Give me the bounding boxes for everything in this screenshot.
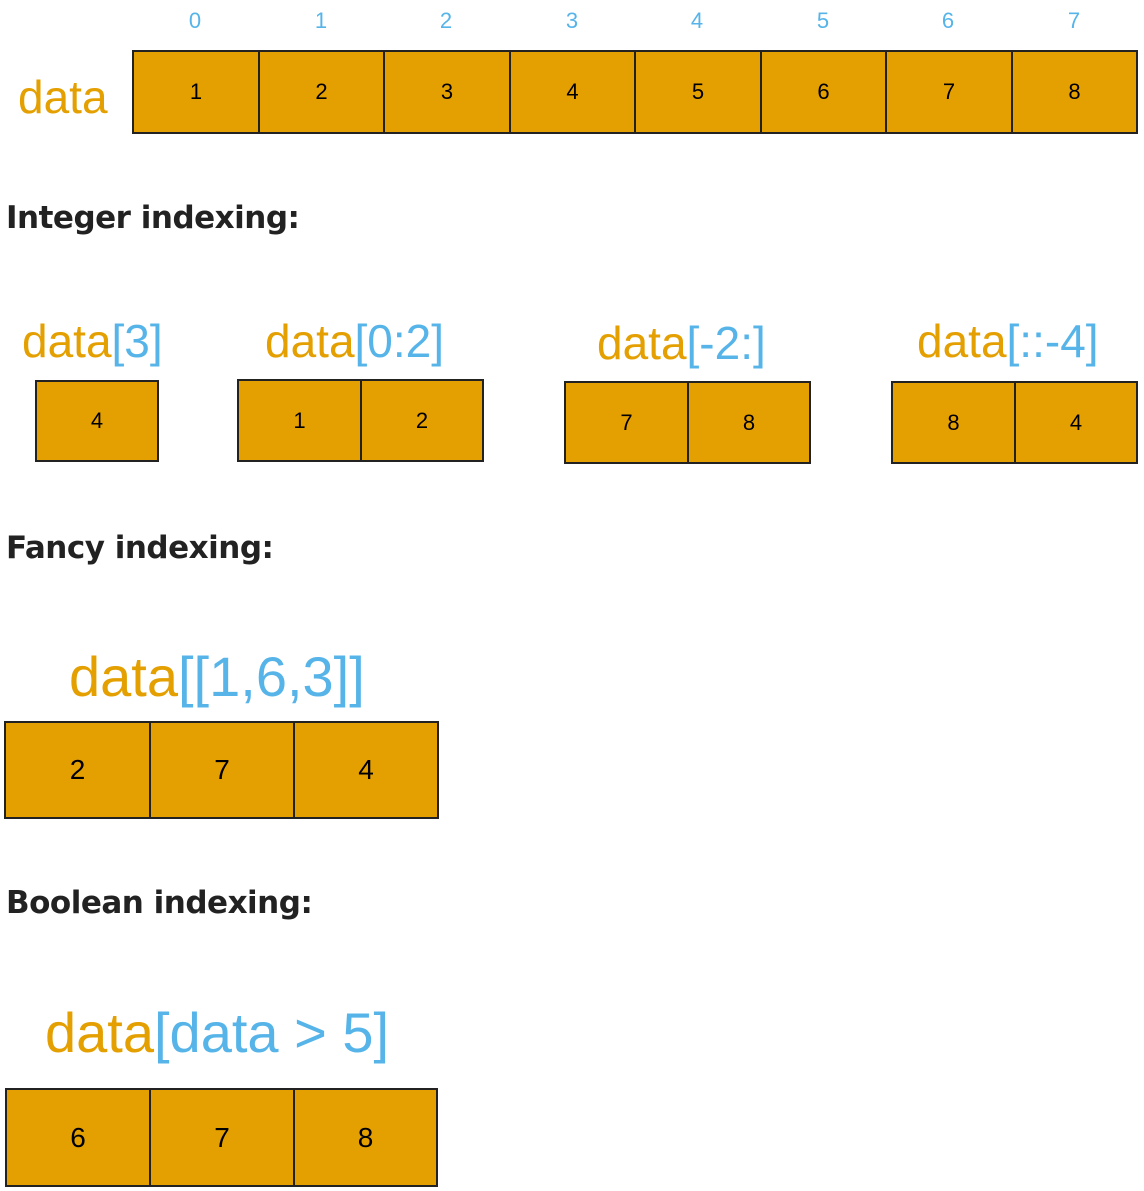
expression-label: data[::-4] bbox=[917, 318, 1099, 364]
array-cell: 4 bbox=[509, 50, 636, 134]
index-label: 4 bbox=[690, 8, 704, 33]
expression-name: data bbox=[69, 645, 178, 708]
expression-name: data bbox=[597, 317, 687, 369]
expression-label: data[[1,6,3]] bbox=[69, 649, 365, 705]
integer-indexing-heading: Integer indexing: bbox=[6, 200, 300, 236]
result-cell: 8 bbox=[687, 381, 811, 464]
result-cell: 7 bbox=[149, 1088, 295, 1187]
array-cell: 1 bbox=[132, 50, 260, 134]
result-cell: 8 bbox=[293, 1088, 438, 1187]
expression-label: data[0:2] bbox=[265, 318, 444, 364]
expression-index: [0:2] bbox=[354, 315, 445, 367]
array-cell: 5 bbox=[634, 50, 762, 134]
result-cell: 7 bbox=[149, 721, 295, 819]
result-cell: 2 bbox=[360, 379, 484, 462]
expression-label: data[-2:] bbox=[597, 320, 766, 366]
result-cell: 4 bbox=[1014, 381, 1138, 464]
expression-index: [-2:] bbox=[686, 317, 766, 369]
result-cell: 4 bbox=[35, 380, 159, 462]
index-label: 7 bbox=[1067, 8, 1081, 33]
result-cell: 8 bbox=[891, 381, 1016, 464]
expression-label: data[3] bbox=[22, 318, 163, 364]
boolean-indexing-heading: Boolean indexing: bbox=[6, 885, 313, 921]
index-label: 1 bbox=[314, 8, 328, 33]
index-label: 6 bbox=[941, 8, 955, 33]
index-label: 0 bbox=[188, 8, 202, 33]
array-name-label: data bbox=[18, 71, 108, 123]
expression-index: [3] bbox=[111, 315, 163, 367]
result-cell: 2 bbox=[4, 721, 151, 819]
expression-index: [::-4] bbox=[1006, 315, 1099, 367]
index-label: 3 bbox=[565, 8, 579, 33]
array-cell: 3 bbox=[383, 50, 511, 134]
array-cell: 8 bbox=[1011, 50, 1138, 134]
expression-label: data[data > 5] bbox=[45, 1005, 389, 1061]
index-label: 5 bbox=[816, 8, 830, 33]
expression-name: data bbox=[22, 315, 112, 367]
expression-name: data bbox=[917, 315, 1007, 367]
expression-name: data bbox=[45, 1001, 154, 1064]
expression-index: [data > 5] bbox=[154, 1001, 390, 1064]
fancy-indexing-heading: Fancy indexing: bbox=[6, 530, 274, 566]
expression-name: data bbox=[265, 315, 355, 367]
result-cell: 4 bbox=[293, 721, 439, 819]
array-cell: 6 bbox=[760, 50, 887, 134]
result-cell: 6 bbox=[5, 1088, 151, 1187]
result-cell: 1 bbox=[237, 379, 362, 462]
index-label: 2 bbox=[439, 8, 453, 33]
array-cell: 7 bbox=[885, 50, 1013, 134]
array-cell: 2 bbox=[258, 50, 385, 134]
result-cell: 7 bbox=[564, 381, 689, 464]
expression-index: [[1,6,3]] bbox=[178, 645, 365, 708]
